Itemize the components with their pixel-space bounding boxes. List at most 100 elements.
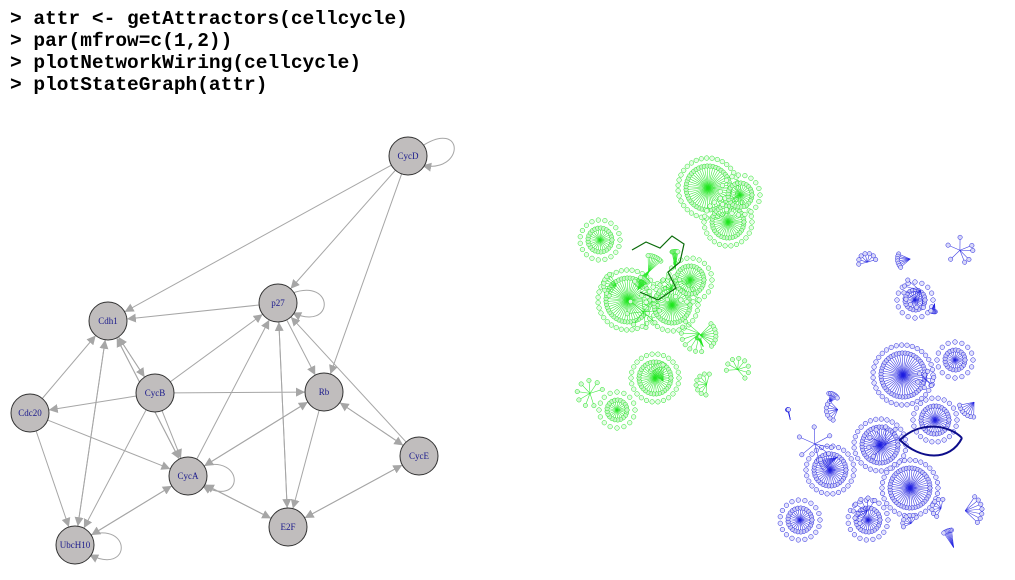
state-edge — [615, 299, 629, 319]
state-edge — [826, 407, 838, 410]
state-node — [587, 244, 593, 250]
state-node — [609, 240, 615, 246]
state-node — [594, 380, 600, 386]
state-edge — [868, 430, 881, 446]
state-node — [655, 351, 661, 357]
state-edge — [689, 269, 700, 281]
state-edge — [737, 369, 746, 379]
state-edge — [592, 239, 601, 250]
state-node — [922, 369, 928, 375]
state-edge — [739, 194, 751, 202]
state-edge — [879, 441, 898, 446]
state-edge — [822, 455, 831, 471]
state-node — [727, 185, 733, 191]
state-node — [682, 289, 687, 295]
state-edge — [822, 469, 831, 485]
state-node — [898, 426, 904, 432]
state-node — [701, 294, 707, 300]
state-node — [746, 230, 752, 236]
state-edge — [934, 501, 942, 509]
blue-attractor-cycle — [898, 425, 963, 457]
state-node — [644, 320, 650, 327]
state-node — [696, 257, 702, 263]
state-edge — [599, 239, 607, 251]
state-node — [604, 409, 610, 414]
state-edge — [727, 206, 730, 223]
state-node — [890, 455, 895, 461]
state-edge — [964, 510, 978, 523]
state-node — [592, 226, 598, 232]
state-node — [726, 191, 732, 197]
state-node — [882, 385, 888, 390]
state-node — [713, 206, 719, 211]
state-edge — [589, 393, 595, 406]
state-node — [713, 330, 719, 336]
state-node — [748, 175, 754, 181]
state-node — [647, 294, 653, 300]
state-edge — [707, 167, 717, 189]
state-node — [739, 211, 745, 217]
state-edge — [656, 295, 673, 306]
state-node — [645, 306, 651, 312]
state-node — [929, 308, 934, 314]
state-edge — [704, 166, 709, 189]
state-node — [857, 526, 863, 532]
state-node — [597, 414, 603, 420]
state-node — [841, 475, 847, 481]
state-node — [687, 305, 693, 311]
state-node — [845, 483, 851, 489]
state-edge — [933, 303, 935, 312]
state-node — [630, 276, 636, 282]
state-edge — [609, 274, 617, 286]
state-edge — [865, 519, 869, 532]
state-node — [920, 363, 926, 369]
state-edge — [727, 221, 742, 231]
edge-cdc20-cdh1 — [41, 335, 97, 399]
state-edge — [909, 468, 913, 489]
state-node — [946, 417, 952, 423]
state-node — [632, 407, 638, 413]
state-node — [666, 355, 672, 361]
state-node — [885, 458, 891, 464]
state-edge — [825, 454, 831, 471]
state-node — [682, 315, 687, 321]
state-node — [918, 414, 924, 420]
state-node — [704, 155, 710, 161]
state-edge — [959, 245, 972, 251]
state-node — [659, 361, 665, 367]
state-node — [704, 208, 710, 214]
state-node — [683, 290, 689, 296]
state-node — [595, 300, 601, 306]
state-edge — [739, 194, 749, 204]
state-node — [787, 510, 793, 516]
state-node — [808, 534, 814, 540]
state-node — [932, 309, 937, 315]
state-edge — [671, 304, 683, 320]
state-node — [668, 375, 674, 381]
state-edge — [671, 299, 690, 306]
state-node — [667, 369, 673, 375]
state-node — [896, 511, 902, 517]
state-edge — [707, 187, 711, 210]
state-edge — [829, 463, 846, 471]
state-node — [681, 325, 687, 331]
state-node — [621, 424, 627, 430]
state-edge — [905, 295, 916, 301]
state-node — [953, 367, 959, 373]
state-edge — [829, 455, 838, 471]
state-edge — [607, 299, 629, 308]
state-node — [921, 409, 927, 415]
edge-cdc20-ubch10 — [35, 430, 71, 528]
state-edge — [580, 383, 591, 394]
state-edge — [934, 419, 945, 431]
state-node — [727, 185, 733, 191]
state-edge — [616, 401, 624, 411]
state-node — [653, 307, 659, 314]
state-node — [855, 510, 861, 516]
state-edge — [934, 419, 949, 424]
state-edge — [606, 299, 629, 305]
state-edge — [689, 279, 700, 291]
state-edge — [816, 469, 831, 479]
state-node — [601, 248, 607, 254]
state-edge — [727, 221, 744, 229]
